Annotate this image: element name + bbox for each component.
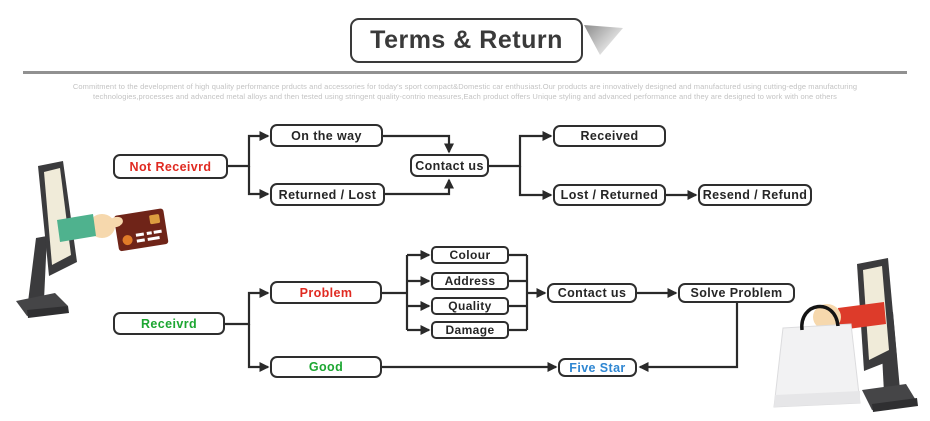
node-address: Address [431, 272, 509, 290]
green-sleeve [57, 214, 96, 242]
red-sleeve [838, 302, 886, 330]
node-quality: Quality [431, 297, 509, 315]
node-received: Received [553, 125, 666, 147]
page-title: Terms & Return [370, 26, 563, 54]
flow-arrows-top [228, 131, 698, 200]
node-on-the-way: On the way [270, 124, 383, 147]
node-not-received: Not Receivrd [113, 154, 228, 179]
node-five-star: Five Star [558, 358, 637, 377]
page-title-banner: Terms & Return [350, 18, 583, 63]
header-divider [23, 71, 907, 74]
node-returned-lost: Returned / Lost [270, 183, 385, 206]
hand-right [813, 304, 841, 330]
monitor-shopping-bag-illustration [773, 258, 918, 412]
node-contact-us-bottom: Contact us [547, 283, 637, 303]
intro-paragraph-line1: Commitment to the development of high qu… [72, 82, 858, 91]
node-solve-problem: Solve Problem [678, 283, 795, 303]
shopping-bag-icon [773, 304, 861, 408]
intro-paragraph: Commitment to the development of high qu… [0, 82, 930, 101]
node-contact-us-top: Contact us [410, 154, 489, 177]
node-good: Good [270, 356, 382, 378]
node-lost-returned: Lost / Returned [553, 184, 666, 206]
intro-paragraph-line2: technologies,processes and advanced meta… [93, 91, 837, 101]
node-colour: Colour [431, 246, 509, 264]
flow-arrows-bottom [225, 250, 739, 372]
node-resend-refund: Resend / Refund [698, 184, 812, 206]
hand-left [89, 214, 115, 238]
node-problem: Problem [270, 281, 382, 304]
node-received-main: Receivrd [113, 312, 225, 335]
credit-card-icon [114, 208, 169, 252]
monitor-credit-card-illustration [16, 161, 169, 318]
node-damage: Damage [431, 321, 509, 339]
